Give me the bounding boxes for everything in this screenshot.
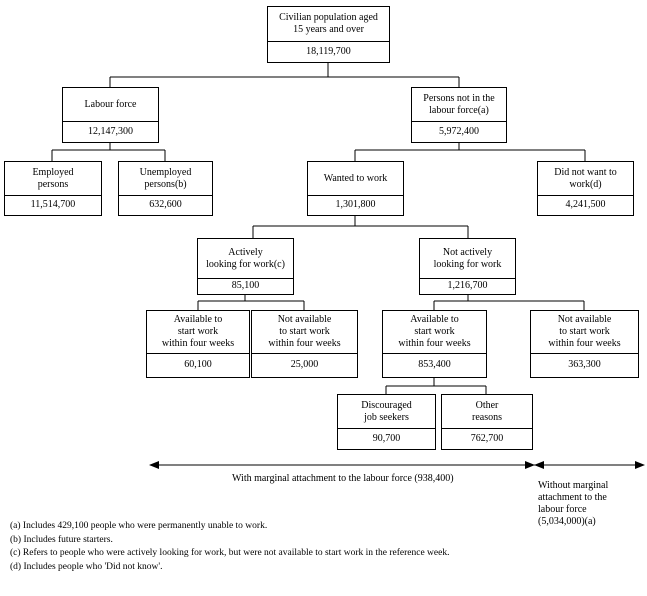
node-actively-looking: Actively looking for work(c) 85,100 <box>197 238 294 295</box>
node-label: Civilian population aged 15 years and ov… <box>268 7 389 42</box>
without-marginal-attachment-label: Without marginal attachment to the labou… <box>538 480 609 527</box>
node-active-available: Available to start work within four week… <box>146 310 250 378</box>
node-value: 853,400 <box>418 359 451 370</box>
node-value: 12,147,300 <box>88 125 133 137</box>
node-label: Not available to start work within four … <box>252 311 357 354</box>
node-label: Discouraged job seekers <box>338 395 435 429</box>
node-label: Not available to start work within four … <box>531 311 638 354</box>
node-label: Labour force <box>63 88 158 122</box>
node-value: 25,000 <box>290 359 319 370</box>
node-not-active-not-available: Not available to start work within four … <box>530 310 639 378</box>
node-label: Actively looking for work(c) <box>198 239 293 279</box>
arrow-head-left <box>149 461 159 469</box>
node-label: Available to start work within four week… <box>383 311 486 354</box>
footnote: (c) Refers to people who were actively l… <box>10 548 450 558</box>
footnotes: (a) Includes 429,100 people who were per… <box>10 520 449 574</box>
node-value: 762,700 <box>470 432 504 444</box>
node-value: 90,700 <box>372 432 401 444</box>
node-value: 60,100 <box>184 359 212 370</box>
node-label: Unemployed persons(b) <box>119 162 212 196</box>
node-value: 1,301,800 <box>335 199 376 210</box>
node-label: Wanted to work <box>308 162 403 196</box>
node-unemployed: Unemployed persons(b) 632,600 <box>118 161 213 216</box>
node-value: 4,241,500 <box>565 199 606 210</box>
node-value: 1,216,700 <box>447 280 488 291</box>
arrow-head-right <box>635 461 645 469</box>
node-other-reasons: Other reasons 762,700 <box>441 394 533 450</box>
footnote: (a) Includes 429,100 people who were per… <box>10 521 268 531</box>
footnote: (d) Includes people who 'Did not know'. <box>10 561 163 572</box>
node-value: 5,972,400 <box>439 125 479 137</box>
node-value: 632,600 <box>149 199 182 210</box>
marginal-attachment-label: With marginal attachment to the labour f… <box>232 473 454 484</box>
arrow-head-right <box>525 461 535 469</box>
node-not-actively-looking: Not actively looking for work 1,216,700 <box>419 238 516 295</box>
node-civilian-population: Civilian population aged 15 years and ov… <box>267 6 390 63</box>
node-label: Other reasons <box>442 395 532 429</box>
node-not-active-available: Available to start work within four week… <box>382 310 487 378</box>
node-value: 11,514,700 <box>30 199 76 210</box>
node-wanted-to-work: Wanted to work 1,301,800 <box>307 161 404 216</box>
footnote: (b) Includes future starters. <box>10 534 113 545</box>
node-label: Not actively looking for work <box>420 239 515 279</box>
node-value: 85,100 <box>231 280 260 291</box>
arrow-head-left <box>534 461 544 469</box>
node-labour-force: Labour force 12,147,300 <box>62 87 159 143</box>
node-value: 18,119,700 <box>306 45 351 57</box>
node-value: 363,300 <box>568 359 601 370</box>
node-label: Available to start work within four week… <box>147 311 249 354</box>
node-employed: Employed persons 11,514,700 <box>4 161 102 216</box>
node-label: Persons not in the labour force(a) <box>412 88 506 122</box>
node-label: Did not want to work(d) <box>538 162 633 196</box>
node-discouraged-job-seekers: Discouraged job seekers 90,700 <box>337 394 436 450</box>
node-not-in-labour-force: Persons not in the labour force(a) 5,972… <box>411 87 507 143</box>
node-did-not-want-to-work: Did not want to work(d) 4,241,500 <box>537 161 634 216</box>
node-label: Employed persons <box>5 162 101 196</box>
node-active-not-available: Not available to start work within four … <box>251 310 358 378</box>
